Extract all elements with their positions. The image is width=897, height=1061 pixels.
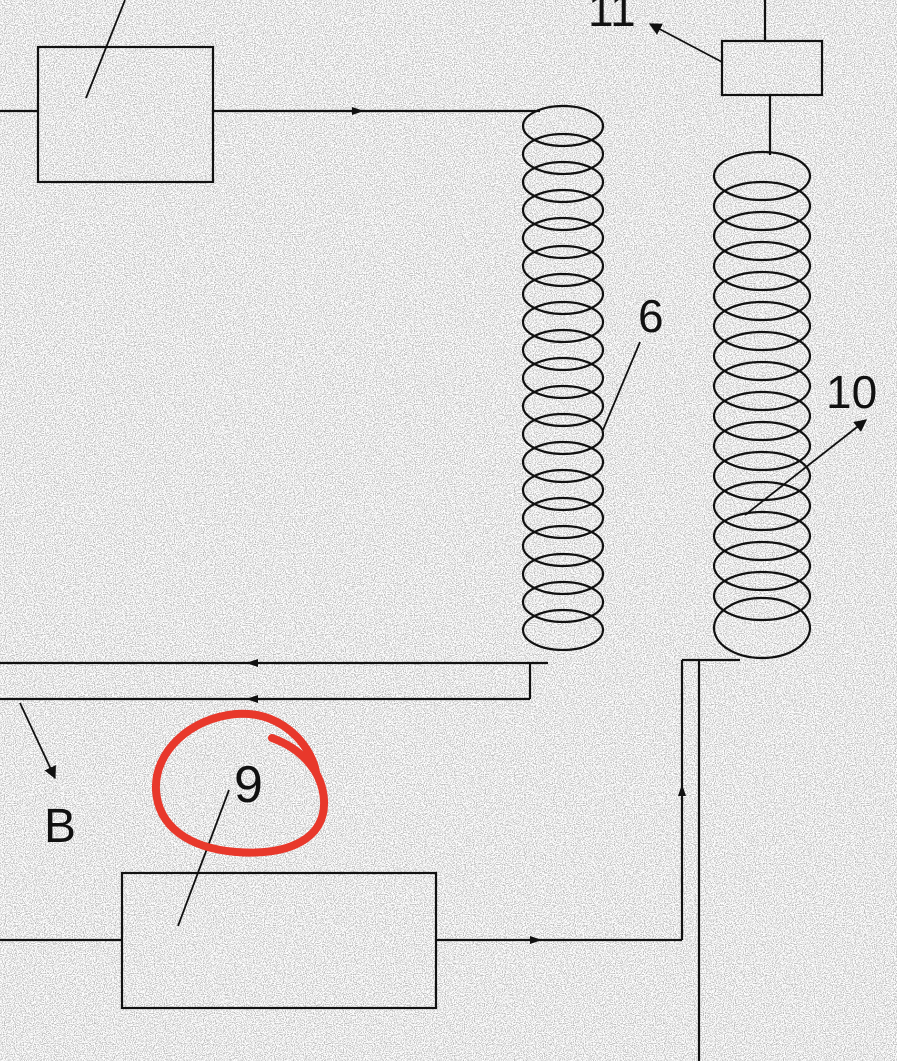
flow-arrow-riser [678, 784, 686, 796]
label-b: B [44, 800, 76, 853]
leader-10 [744, 419, 867, 516]
leader-11 [648, 23, 723, 63]
label-6: 6 [638, 290, 664, 342]
red-annotation-circle [151, 709, 329, 857]
coil-6 [521, 104, 605, 652]
leader-9 [177, 789, 230, 927]
leader-top-left [85, 0, 126, 99]
flow-arrow-top [352, 107, 364, 115]
flow-arrow-lower [246, 695, 258, 703]
diagram-lines [0, 0, 867, 1061]
flow-arrow-upper [246, 659, 258, 667]
leader-b [19, 702, 56, 780]
box-top-left [36, 45, 215, 184]
flow-arrow-bottom [530, 936, 542, 944]
label-10: 10 [826, 366, 877, 418]
label-9: 9 [234, 756, 263, 814]
leader-6 [602, 341, 641, 431]
coil-10 [712, 150, 812, 660]
box-11 [720, 39, 824, 97]
label-11: 11 [588, 0, 636, 36]
